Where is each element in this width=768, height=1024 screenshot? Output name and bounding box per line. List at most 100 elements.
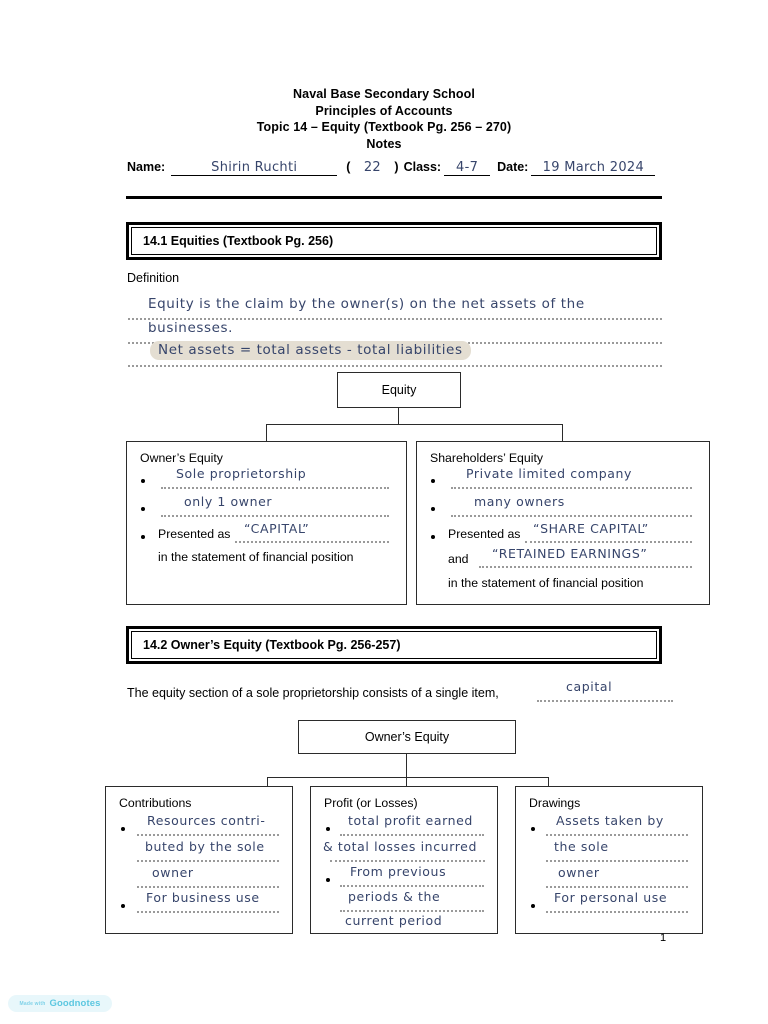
drawings-rule-2 xyxy=(546,860,688,862)
contributions-rule-3 xyxy=(137,886,279,888)
section-heading-14-1: 14.1 Equities (Textbook Pg. 256) xyxy=(126,222,662,260)
owners-equity-rule-2 xyxy=(161,515,389,517)
profit-answer-1b: & total losses incurred xyxy=(323,839,477,854)
shareholders-rule-4 xyxy=(479,566,692,568)
drawings-rule-4 xyxy=(546,911,688,913)
profit-answer-1a: total profit earned xyxy=(348,813,473,828)
profit-bullet-1-marker xyxy=(326,827,330,831)
section-14-2-paragraph: The equity section of a sole proprietors… xyxy=(127,686,499,700)
topic-line: Topic 14 – Equity (Textbook Pg. 256 – 27… xyxy=(256,120,512,134)
chart2-root-node: Owner’s Equity xyxy=(298,720,516,754)
owners-equity-presented-as-label: Presented as xyxy=(158,527,231,541)
owners-equity-bullet-2-marker xyxy=(141,507,145,511)
contributions-bullet-1-marker xyxy=(121,827,125,831)
section-14-2-title: 14.2 Owner’s Equity (Textbook Pg. 256-25… xyxy=(143,638,401,652)
date-value: 19 March 2024 xyxy=(542,160,645,175)
profit-answer-2a: From previous xyxy=(350,864,447,879)
chart1-root-node: Equity xyxy=(337,372,461,408)
chart2-root-stem xyxy=(406,754,408,786)
profit-rule-3 xyxy=(340,885,484,887)
shareholders-rule-2 xyxy=(451,515,692,517)
definition-label: Definition xyxy=(127,271,180,285)
section-heading-inner-border: 14.1 Equities (Textbook Pg. 256) xyxy=(131,227,657,255)
contributions-rule-4 xyxy=(137,911,279,913)
owners-equity-title: Owner’s Equity xyxy=(140,451,223,465)
section-14-1-title: 14.1 Equities (Textbook Pg. 256) xyxy=(143,234,334,248)
profit-rule-1 xyxy=(340,834,484,836)
index-value: 22 xyxy=(363,160,381,175)
date-label: Date: xyxy=(497,160,529,174)
shareholders-rule-1 xyxy=(451,487,692,489)
chart2-branch-right xyxy=(548,777,550,787)
shareholders-statement-text: in the statement of financial position xyxy=(448,576,644,590)
contributions-answer-1a: Resources contri- xyxy=(147,813,266,828)
chart2-root-label: Owner’s Equity xyxy=(364,730,450,744)
date-field[interactable]: 19 March 2024 xyxy=(531,160,656,176)
index-close-paren: ) xyxy=(394,160,399,174)
profit-bullet-2-marker xyxy=(326,878,330,882)
drawings-bullet-2-marker xyxy=(531,904,535,908)
profit-rule-2 xyxy=(330,860,485,862)
definition-handwriting-2: businesses. xyxy=(148,320,234,336)
owners-equity-bullet-1-marker xyxy=(141,479,145,483)
goodnotes-watermark: Made with Goodnotes xyxy=(8,995,112,1012)
section-14-2-answer: capital xyxy=(566,679,613,694)
chart1-root-label: Equity xyxy=(381,383,417,397)
class-label: Class: xyxy=(403,160,442,174)
shareholders-answer-4: “RETAINED EARNINGS” xyxy=(492,546,648,561)
drawings-answer-1c: owner xyxy=(558,865,600,880)
shareholders-bullet-3-marker xyxy=(431,535,435,539)
class-value: 4-7 xyxy=(456,160,479,175)
contributions-title: Contributions xyxy=(119,796,192,810)
chart1-owners-equity-panel: Owner’s Equity xyxy=(126,441,407,605)
profit-answer-2b: periods & the xyxy=(348,889,441,904)
subject-name: Principles of Accounts xyxy=(315,103,453,118)
drawings-title: Drawings xyxy=(529,796,581,810)
contributions-answer-1b: buted by the sole xyxy=(145,839,265,854)
name-value: Shirin Ruchti xyxy=(211,160,298,175)
chart2-branch-bar xyxy=(267,777,549,779)
notes-label: Notes xyxy=(366,136,402,151)
index-field[interactable]: 22 xyxy=(350,160,394,175)
shareholders-presented-as-label: Presented as xyxy=(448,527,521,541)
student-info-row: Name: Shirin Ruchti ( 22 ) Class: 4-7 Da… xyxy=(127,160,672,184)
chart1-branch-bar xyxy=(266,424,563,426)
document-header: Naval Base Secondary School Principles o… xyxy=(0,86,768,152)
owners-equity-rule-3 xyxy=(235,541,389,543)
definition-handwriting-3-highlighted: Net assets = total assets - total liabil… xyxy=(150,341,471,360)
profit-title: Profit (or Losses) xyxy=(324,796,418,810)
watermark-brand-text: Goodnotes xyxy=(49,998,101,1009)
class-field[interactable]: 4-7 xyxy=(444,160,491,176)
drawings-answer-1b: the sole xyxy=(554,839,609,854)
shareholders-equity-title: Shareholders’ Equity xyxy=(430,451,544,465)
page-number: 1 xyxy=(660,932,667,944)
chart2-branch-left xyxy=(267,777,269,787)
shareholders-rule-3 xyxy=(525,541,692,543)
shareholders-answer-2: many owners xyxy=(474,494,565,509)
shareholders-bullet-2-marker xyxy=(431,507,435,511)
shareholders-and-label: and xyxy=(448,552,469,566)
drawings-bullet-1-marker xyxy=(531,827,535,831)
shareholders-answer-1: Private limited company xyxy=(466,466,633,481)
chart1-branch-right xyxy=(562,424,564,442)
school-name: Naval Base Secondary School xyxy=(293,87,475,101)
section-heading-inner-border-2: 14.2 Owner’s Equity (Textbook Pg. 256-25… xyxy=(131,631,657,659)
chart1-shareholders-equity-panel: Shareholders’ Equity xyxy=(416,441,710,605)
profit-rule-4 xyxy=(340,910,484,912)
owners-equity-answer-3: “CAPITAL” xyxy=(244,521,310,536)
owners-equity-answer-2: only 1 owner xyxy=(184,494,273,509)
contributions-answer-1c: owner xyxy=(152,865,194,880)
name-field[interactable]: Shirin Ruchti xyxy=(171,160,338,176)
contributions-bullet-2-marker xyxy=(121,904,125,908)
shareholders-answer-3: “SHARE CAPITAL” xyxy=(533,521,649,536)
definition-rule-3 xyxy=(128,365,662,367)
contributions-rule-2 xyxy=(137,860,279,862)
profit-answer-2c: current period xyxy=(345,913,443,928)
header-divider-rule xyxy=(126,196,662,199)
owners-equity-answer-1: Sole proprietorship xyxy=(176,466,307,481)
chart1-branch-left xyxy=(266,424,268,442)
definition-handwriting-1: Equity is the claim by the owner(s) on t… xyxy=(148,296,585,312)
owners-equity-statement-text: in the statement of financial position xyxy=(158,550,354,564)
owners-equity-bullet-3-marker xyxy=(141,535,145,539)
